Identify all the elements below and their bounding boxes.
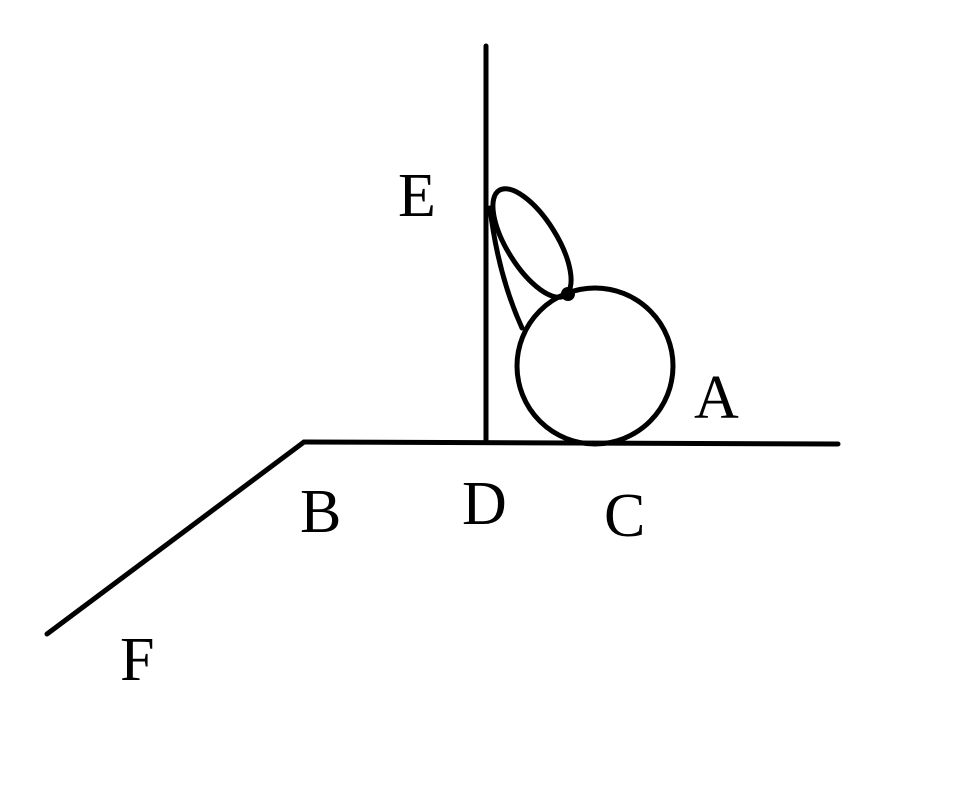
label-c: C xyxy=(604,482,645,550)
label-b: B xyxy=(300,478,341,546)
floor-line xyxy=(301,439,841,447)
label-a: A xyxy=(694,364,739,432)
label-e: E xyxy=(398,162,436,230)
ball-circle xyxy=(514,285,676,447)
string-strand xyxy=(487,205,525,331)
attachment-knot xyxy=(561,287,575,301)
incline-line-bf xyxy=(44,439,307,637)
label-d: D xyxy=(462,470,507,538)
label-f: F xyxy=(120,626,154,694)
